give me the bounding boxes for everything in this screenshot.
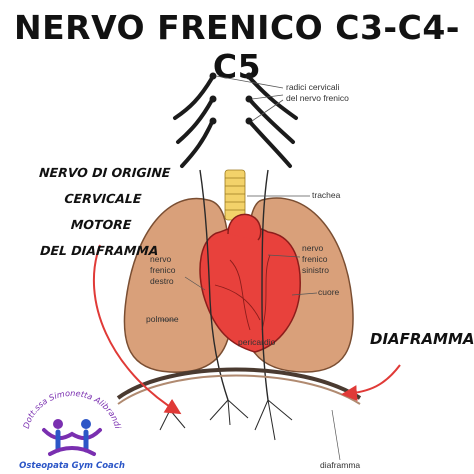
heart <box>199 226 301 353</box>
annotation-diaframma: DIAFRAMMA <box>370 330 474 348</box>
label-diaframma: diaframma <box>320 460 361 470</box>
label-radici: radici cervicali del nervo frenico <box>286 82 349 103</box>
logo-bottom-text: Osteopata Gym Coach <box>19 461 125 471</box>
heart-vessels <box>214 254 271 331</box>
trachea <box>224 169 246 221</box>
nerve-branches <box>159 399 293 441</box>
label-pericardio: pericardio <box>238 337 276 347</box>
logo-osteopata-gym-coach: Dott.ssa Simonetta Alibrandi Osteopata G… <box>19 388 125 471</box>
arrow-to-phrenic <box>92 244 182 415</box>
label-leaders <box>160 195 341 461</box>
vertebra-dots <box>209 72 253 125</box>
logo-figures-icon <box>42 419 102 456</box>
logo-arc-text: Dott.ssa Simonetta Alibrandi <box>21 388 123 430</box>
label-polmone: polmone <box>146 314 179 324</box>
label-nervo-frenico-sinistro: nervo frenico sinistro <box>302 243 329 275</box>
label-cuore: cuore <box>318 287 340 297</box>
aorta <box>227 213 262 241</box>
annotation-nervo-cervicale: NERVO DI ORIGINE CERVICALE MOTORE DEL DI… <box>38 165 171 258</box>
page-title: NERVO FRENICO C3-C4-C5 <box>14 8 460 86</box>
label-trachea: trachea <box>312 190 341 200</box>
diaphragm <box>116 367 362 400</box>
cervical-nerve-roots <box>173 76 298 168</box>
arrow-to-diaphragm <box>341 364 401 402</box>
label-nervo-frenico-destro: nervo frenico destro <box>150 254 176 286</box>
root-label-leaders <box>215 75 284 122</box>
